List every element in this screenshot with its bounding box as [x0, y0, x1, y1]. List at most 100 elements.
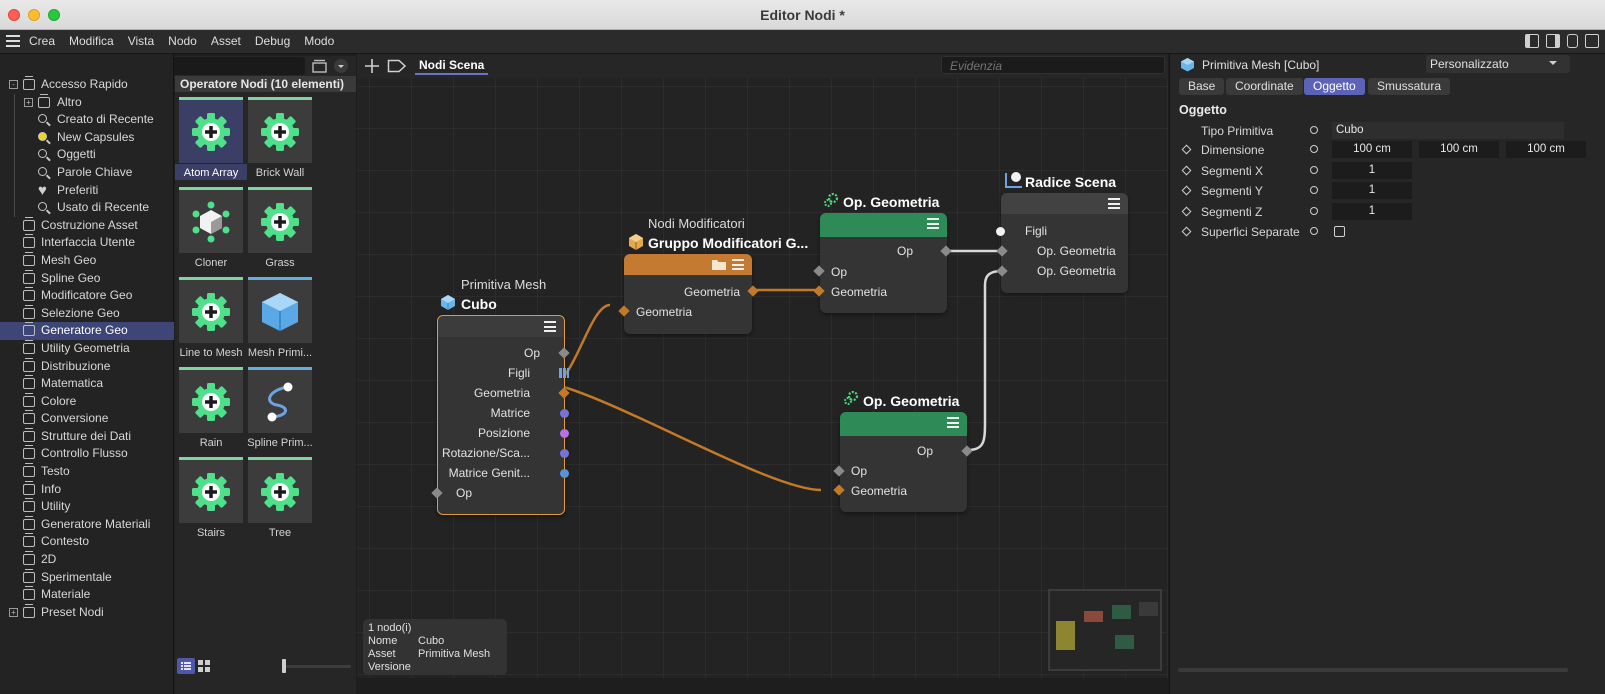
collapse-icon[interactable]: - [9, 80, 18, 89]
root-node[interactable]: Figli Op. Geometria Op. Geometria [1001, 193, 1128, 293]
tab-oggetto[interactable]: Oggetto [1304, 78, 1365, 95]
tree-item-costruzione-asset[interactable]: Costruzione Asset [0, 216, 174, 235]
tree-item-colore[interactable]: Colore [0, 392, 174, 411]
tree-item-altro[interactable]: +Altro [0, 93, 174, 112]
port-op-geometria-1[interactable]: Op. Geometria [1037, 244, 1116, 258]
grid-view-icon[interactable] [196, 658, 212, 674]
keyframe-diamond-icon[interactable] [1181, 206, 1192, 217]
port-op-out[interactable]: Op [916, 444, 933, 458]
tree-item-generatore-materiali[interactable]: Generatore Materiali [0, 515, 174, 534]
tree-item-utility-geometria[interactable]: Utility Geometria [0, 339, 174, 358]
operator-tile-grass[interactable]: Grass [248, 187, 312, 273]
layout-right-icon[interactable] [1546, 34, 1560, 48]
list-view-icon[interactable] [177, 658, 195, 674]
operator-tile-rain[interactable]: Rain [179, 367, 243, 453]
tree-item-sperimentale[interactable]: Sperimentale [0, 568, 174, 587]
port-figli[interactable]: Figli [507, 366, 530, 380]
superfici-separate-checkbox[interactable] [1334, 226, 1345, 237]
node-menu-icon[interactable] [544, 321, 556, 332]
operator-tile-spline-prim[interactable]: Spline Prim... [247, 367, 313, 453]
port-op-in[interactable]: Op [851, 464, 868, 478]
animate-circle-icon[interactable] [1310, 145, 1318, 153]
port-connector[interactable] [560, 449, 569, 458]
port-connector[interactable] [996, 227, 1005, 236]
tree-item-mesh-geo[interactable]: Mesh Geo [0, 251, 174, 270]
expand-icon[interactable]: + [24, 97, 33, 107]
port-connector[interactable] [560, 429, 569, 438]
port-matrice[interactable]: Matrice [490, 406, 530, 420]
port-geometria-in[interactable]: Geometria [851, 484, 908, 498]
tree-item-interfaccia-utente[interactable]: Interfaccia Utente [0, 234, 174, 252]
attributes-scrollbar[interactable] [1178, 668, 1568, 672]
node-menu-icon[interactable] [927, 218, 939, 229]
tree-item-preset-nodi[interactable]: +Preset Nodi [0, 603, 174, 622]
menu-nodo[interactable]: Nodo [168, 34, 197, 48]
keyframe-diamond-icon[interactable] [1181, 226, 1192, 237]
operator-tile-atom-array[interactable]: Atom Array [175, 97, 247, 183]
tab-coordinate[interactable]: Coordinate [1226, 78, 1303, 95]
tree-item-testo[interactable]: Testo [0, 463, 174, 481]
expand-icon[interactable]: + [9, 607, 18, 617]
menu-modo[interactable]: Modo [304, 34, 335, 48]
port-posizione[interactable]: Posizione [477, 426, 530, 440]
thumbnail-size-slider[interactable] [285, 665, 351, 668]
tree-item-strutture-dei-dati[interactable]: Strutture dei Dati [0, 427, 174, 446]
port-geometria-in[interactable]: Geometria [636, 305, 693, 319]
lock-icon[interactable] [1567, 34, 1578, 48]
tree-item-materiale[interactable]: Materiale [0, 586, 174, 604]
port-connector[interactable] [559, 368, 569, 378]
mesh-node[interactable]: Op Figli Geometria Matrice Posizione Rot… [437, 315, 565, 515]
tag-icon[interactable] [387, 59, 407, 73]
animate-circle-icon[interactable] [1310, 207, 1318, 215]
tree-item-usato-di-recente[interactable]: Usato di Recente [0, 199, 174, 217]
tree-item-creato-di-recente[interactable]: Creato di Recente [0, 111, 174, 129]
port-op-geometria-2[interactable]: Op. Geometria [1037, 264, 1116, 278]
animate-circle-icon[interactable] [1310, 227, 1318, 235]
tab-smussatura[interactable]: Smussatura [1368, 78, 1451, 95]
segmenti-y-field[interactable]: 1 [1332, 182, 1412, 199]
operator-tile-mesh-primi[interactable]: Mesh Primi... [248, 277, 312, 363]
tree-item-parole-chiave[interactable]: Parole Chiave [0, 163, 174, 182]
segmenti-z-field[interactable]: 1 [1332, 203, 1412, 220]
minimize-window-button[interactable] [28, 9, 40, 21]
animate-circle-icon[interactable] [1310, 126, 1318, 134]
node-menu-icon[interactable] [732, 259, 744, 270]
mode-dropdown[interactable]: Personalizzato [1426, 55, 1570, 73]
modifier-node[interactable]: Geometria Geometria [624, 254, 752, 334]
tab-nodi-scena[interactable]: Nodi Scena [415, 58, 489, 75]
maximize-window-button[interactable] [48, 9, 60, 21]
tipo-primitiva-field[interactable]: Cubo [1332, 122, 1564, 139]
tree-item-matematica[interactable]: Matematica [0, 375, 174, 393]
layout-left-icon[interactable] [1525, 34, 1539, 48]
tree-item-modificatore-geo[interactable]: Modificatore Geo [0, 287, 174, 305]
dimension-z-field[interactable]: 100 cm [1506, 141, 1586, 158]
highlight-input[interactable]: Evidenzia [941, 56, 1165, 74]
port-op-in[interactable]: Op [456, 486, 473, 500]
external-window-icon[interactable] [1585, 34, 1599, 48]
hamburger-icon[interactable] [6, 35, 20, 48]
port-rotazione[interactable]: Rotazione/Sca... [441, 446, 530, 460]
operator-tile-brick-wall[interactable]: Brick Wall [248, 97, 312, 183]
tree-item-2d[interactable]: 2D [0, 551, 174, 569]
node-menu-icon[interactable] [1108, 198, 1120, 209]
tree-item-utility[interactable]: Utility [0, 498, 174, 516]
tab-base[interactable]: Base [1179, 78, 1225, 95]
keyframe-diamond-icon[interactable] [1181, 144, 1192, 155]
tree-item-oggetti[interactable]: Oggetti [0, 146, 174, 164]
port-matrice-genitore[interactable]: Matrice Genit... [448, 466, 530, 480]
tree-item-conversione[interactable]: Conversione [0, 410, 174, 428]
animate-circle-icon[interactable] [1310, 166, 1318, 174]
port-geometria-out[interactable]: Geometria [683, 285, 740, 299]
dimension-x-field[interactable]: 100 cm [1332, 141, 1412, 158]
node-menu-icon[interactable] [947, 417, 959, 428]
menu-modifica[interactable]: Modifica [69, 34, 114, 48]
segmenti-x-field[interactable]: 1 [1332, 162, 1412, 179]
tree-item-preferiti[interactable]: ♥Preferiti [0, 181, 174, 200]
port-op-out[interactable]: Op [896, 244, 913, 258]
tree-item-info[interactable]: Info [0, 480, 174, 499]
dimension-y-field[interactable]: 100 cm [1419, 141, 1499, 158]
geo1-node[interactable]: Op Op Geometria [820, 213, 947, 313]
menu-crea[interactable]: Crea [29, 34, 56, 48]
operator-tile-cloner[interactable]: Cloner [179, 187, 243, 273]
dropdown-chevron-icon[interactable] [332, 58, 350, 74]
